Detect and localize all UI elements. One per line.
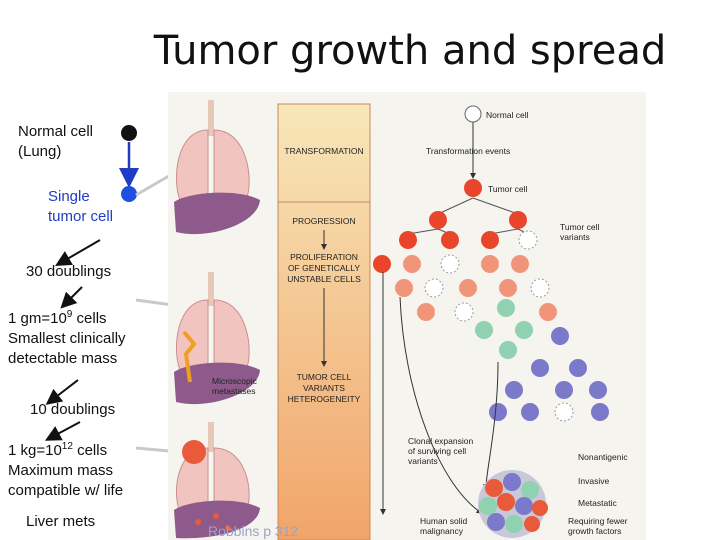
label-normal-cell-line2: (Lung) bbox=[18, 143, 62, 160]
gm-desc-line2: detectable mass bbox=[8, 350, 118, 367]
label-microscopic-1: Microscopic bbox=[212, 376, 258, 386]
clonal-tree: Normal cell Transformation events Tumor … bbox=[373, 105, 609, 515]
label-1gm-line: 1 gm=109 cells bbox=[8, 305, 126, 329]
textbook-figure: TRANSFORMATION PROGRESSION PROLIFERATION… bbox=[168, 92, 646, 540]
col-label-prolif-3: UNSTABLE CELLS bbox=[287, 274, 361, 284]
col-label-progression: PROGRESSION bbox=[292, 216, 355, 226]
fig-label-transformation-events: Transformation events bbox=[426, 146, 510, 156]
label-single-tumor-cell: Single tumor cell bbox=[48, 187, 113, 227]
fig-label-normal-cell: Normal cell bbox=[486, 110, 529, 120]
fig-label-human-solid-2: malignancy bbox=[420, 526, 464, 536]
fig-label-human-solid-1: Human solid bbox=[420, 516, 468, 526]
arrow-30-doublings bbox=[55, 239, 101, 267]
watermark-robbins: Robbins p 312 bbox=[208, 523, 299, 539]
tumor-cell-dot-icon bbox=[121, 186, 137, 202]
label-normal-cell-line1: Normal cell bbox=[18, 123, 94, 140]
fig-label-clonal-3: variants bbox=[408, 456, 438, 466]
col-label-transformation: TRANSFORMATION bbox=[284, 146, 363, 156]
slide-title: Tumor growth and spread bbox=[153, 28, 667, 74]
label-10-doublings: 10 doublings bbox=[30, 401, 116, 418]
kg-desc-line1: Maximum mass bbox=[8, 462, 114, 479]
col-label-variants-3: HETEROGENEITY bbox=[288, 394, 361, 404]
label-single-line1: Single bbox=[48, 188, 90, 205]
gm-exp: 9 bbox=[66, 309, 73, 320]
label-1kg: 1 kg=1012 cells Maximum mass compatible … bbox=[8, 437, 123, 501]
normal-cell-dot-icon bbox=[121, 125, 137, 141]
col-label-prolif-1: PROLIFERATION bbox=[290, 252, 358, 262]
fig-label-metastatic: Metastatic bbox=[578, 498, 617, 508]
col-label-variants-1: TUMOR CELL bbox=[297, 372, 352, 382]
fig-label-clonal-1: Clonal expansion bbox=[408, 436, 473, 446]
fig-label-nonantigenic: Nonantigenic bbox=[578, 452, 628, 462]
col-label-prolif-2: OF GENETICALLY bbox=[288, 263, 360, 273]
organ-panel-1 bbox=[174, 100, 260, 235]
label-1kg-line: 1 kg=1012 cells bbox=[8, 437, 123, 461]
label-liver-mets: Liver mets bbox=[26, 513, 96, 530]
label-single-line2: tumor cell bbox=[48, 208, 114, 225]
kg-pre: 1 kg=10 bbox=[8, 442, 62, 459]
kg-post: cells bbox=[72, 442, 108, 459]
fig-label-requiring-2: growth factors bbox=[568, 526, 621, 536]
tumor-mass bbox=[478, 470, 548, 538]
organ-panel-2 bbox=[174, 272, 260, 405]
arrow-10-doublings bbox=[45, 379, 79, 405]
arrow-1kg bbox=[44, 421, 81, 441]
col-label-variants-2: VARIANTS bbox=[303, 383, 345, 393]
fig-label-invasive: Invasive bbox=[578, 476, 609, 486]
label-microscopic-2: metastases bbox=[212, 386, 255, 396]
label-30-doublings: 30 doublings bbox=[26, 263, 112, 280]
gm-post: cells bbox=[72, 310, 107, 327]
label-1gm: 1 gm=109 cells Smallest clinically detec… bbox=[8, 305, 126, 369]
kg-exp: 12 bbox=[61, 441, 73, 452]
arrow-1gm bbox=[60, 286, 83, 309]
gm-desc-line1: Smallest clinically bbox=[8, 330, 126, 347]
fig-label-variants-2: variants bbox=[560, 232, 590, 242]
kg-desc-line2: compatible w/ life bbox=[8, 482, 124, 499]
fig-label-clonal-2: of surviving cell bbox=[408, 446, 466, 456]
fig-label-variants-1: Tumor cell bbox=[560, 222, 599, 232]
fig-label-tumor-cell: Tumor cell bbox=[488, 184, 527, 194]
label-normal-cell: Normal cell (Lung) bbox=[18, 122, 93, 162]
fig-label-requiring-1: Requiring fewer bbox=[568, 516, 628, 526]
organ-panel-3 bbox=[174, 422, 260, 539]
gm-pre: 1 gm=10 bbox=[8, 310, 67, 327]
